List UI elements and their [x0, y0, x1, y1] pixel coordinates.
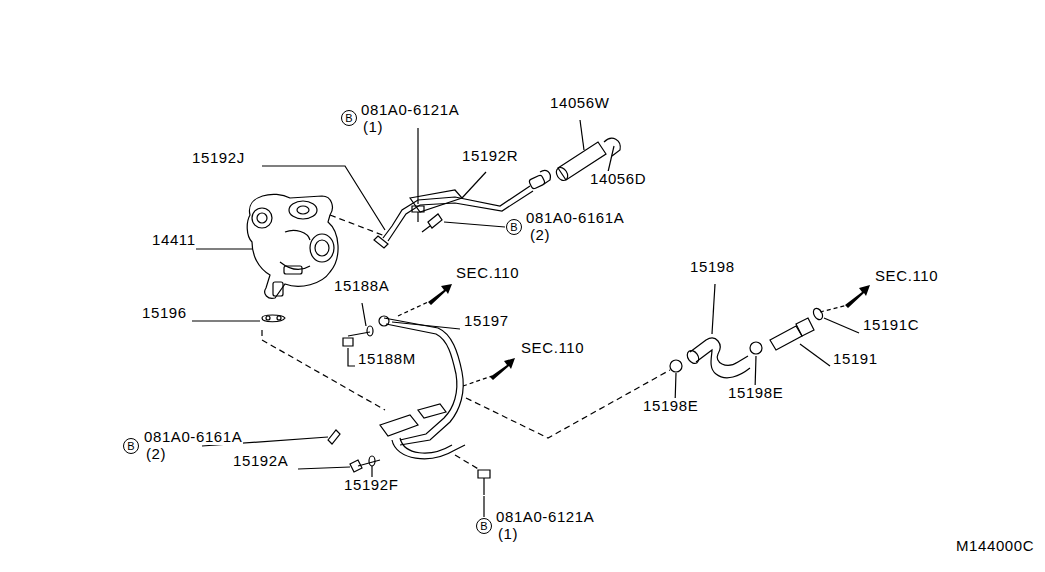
circled-letter-text: B — [510, 222, 517, 233]
bolt — [328, 326, 490, 495]
circled-letter: B — [341, 110, 357, 126]
callout-label: 15188M — [357, 351, 417, 367]
callout-label: 15198E — [727, 385, 784, 401]
callout-label: SEC.110 — [520, 340, 585, 356]
turbocharger — [247, 194, 338, 298]
circled-letter-text: B — [480, 521, 487, 532]
dashed-line — [262, 215, 670, 470]
callout-label: (1) — [362, 119, 384, 135]
callout-label: 081A0-6161A — [525, 210, 625, 226]
callout-label: 081A0-6121A — [360, 102, 460, 118]
callout-label: SEC.110 — [455, 265, 520, 281]
leader-line — [192, 120, 859, 517]
callout-label: (2) — [145, 446, 167, 462]
callout-label: M144000C — [955, 538, 1035, 554]
callout-label: 15188A — [333, 278, 390, 294]
circled-letter: B — [123, 438, 139, 454]
hose — [670, 338, 762, 378]
callout-label: 15197 — [463, 313, 510, 329]
callout-label: 15192J — [191, 150, 246, 166]
callout-label: 14056D — [589, 171, 647, 187]
callout-label: 15191 — [832, 351, 879, 367]
callout-label: 081A0-6121A — [495, 509, 595, 525]
bolt — [412, 206, 442, 232]
callout-label: 15192F — [343, 477, 399, 493]
callout-label: 081A0-6161A — [143, 429, 243, 445]
circled-letter: B — [476, 518, 492, 534]
oil-return-pipe — [379, 316, 465, 459]
dashed-line — [398, 302, 848, 386]
callout-label: 15191C — [862, 317, 920, 333]
callout-label: (2) — [529, 227, 551, 243]
callout-label: 14411 — [151, 232, 197, 248]
section-arrow — [428, 284, 870, 380]
oil-pipe — [374, 175, 545, 248]
callout-label: 15196 — [141, 305, 188, 321]
callout-label: (1) — [497, 526, 519, 542]
gasket — [262, 315, 285, 322]
callout-label: 15192R — [461, 148, 519, 164]
callout-label: 15198 — [689, 259, 736, 275]
circled-letter: B — [506, 219, 522, 235]
union-connector — [770, 307, 824, 350]
circled-letter-text: B — [345, 113, 352, 124]
callout-label: 15192A — [232, 453, 289, 469]
callout-label: 15198E — [642, 398, 699, 414]
circled-letter-text: B — [127, 441, 134, 452]
callout-label: 14056W — [549, 95, 610, 111]
callout-label: SEC.110 — [874, 268, 939, 284]
